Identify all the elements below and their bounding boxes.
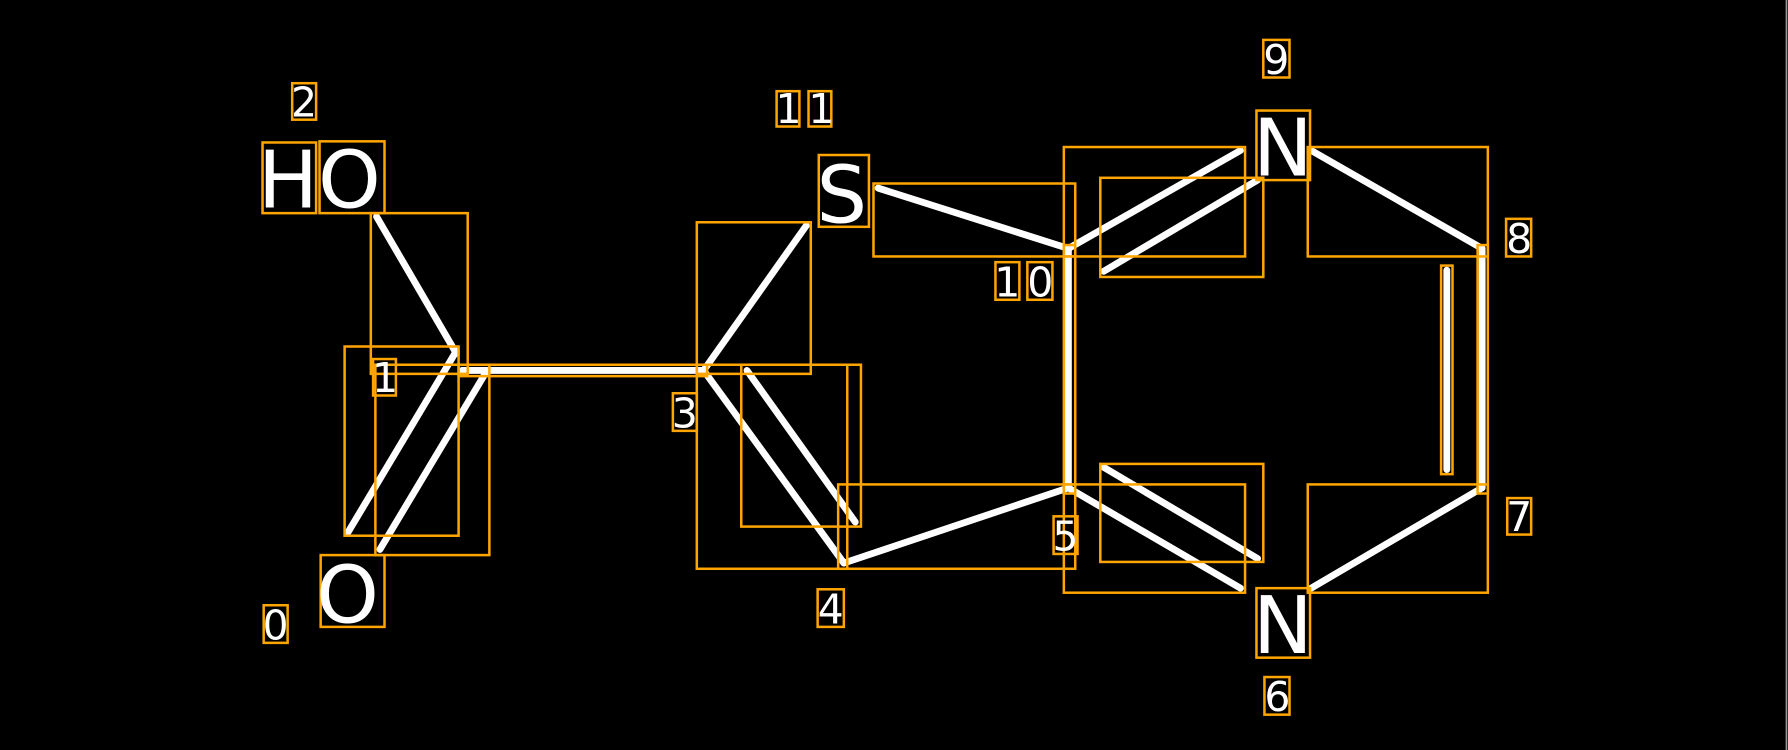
bbox (1306, 145, 1490, 258)
bbox-index (1504, 217, 1533, 258)
bbox (1306, 483, 1490, 594)
bbox (1062, 243, 1077, 495)
bond-c3-c4 (700, 367, 848, 567)
bbox (1062, 483, 1247, 594)
index-8: 8 (1506, 215, 1532, 263)
bbox (374, 363, 491, 557)
index-1: 1 (372, 354, 398, 402)
index-0: 0 (263, 601, 289, 649)
index-6: 6 (1264, 673, 1290, 721)
bbox-index (1262, 38, 1291, 79)
bbox (369, 211, 469, 376)
index-3: 3 (672, 389, 698, 437)
bounding-boxes (261, 38, 1533, 716)
index-labels: 0 1 2 3 4 5 6 7 8 9 10 11 (263, 36, 1533, 721)
bond-c5-n6-inner (1100, 463, 1262, 562)
bbox (1099, 462, 1265, 564)
atom-nitrogen-bottom: N (1253, 579, 1313, 672)
bbox-index (1026, 260, 1054, 302)
bbox-atom (318, 140, 386, 215)
bbox-index (1052, 515, 1079, 556)
index-5: 5 (1052, 513, 1078, 561)
bbox-atom (817, 153, 871, 229)
index-7: 7 (1506, 493, 1532, 541)
bond-c7-n6 (1307, 484, 1486, 592)
bbox (1476, 243, 1490, 495)
bbox-atom (261, 141, 318, 215)
bond-oh-c1 (373, 213, 460, 357)
bbox-index (671, 391, 699, 433)
bbox-index (290, 81, 318, 121)
bbox (872, 182, 1077, 258)
bbox (836, 483, 1077, 571)
index-2: 2 (291, 78, 317, 126)
bbox-index (994, 260, 1021, 302)
bbox (457, 363, 709, 378)
bond-c1-o-b (376, 367, 491, 553)
bbox-atom (319, 553, 386, 629)
bbox-index (371, 357, 398, 397)
bond-c1-o-a (344, 347, 460, 536)
bbox-index (807, 89, 833, 128)
bond-s-c10 (874, 184, 1072, 252)
atom-labels: HO O S N N (258, 102, 1313, 673)
bbox-atom (1255, 109, 1312, 182)
bbox (1099, 176, 1265, 279)
bbox (1062, 145, 1247, 258)
bonds (344, 147, 1486, 592)
bbox (695, 221, 813, 376)
index-4: 4 (818, 585, 844, 633)
bond-c5-n6 (1064, 484, 1244, 592)
atom-nitrogen-top: N (1253, 102, 1313, 195)
bond-c10-n9 (1064, 147, 1244, 252)
bbox-index (262, 603, 289, 645)
bbox (343, 345, 460, 537)
bbox-index (775, 89, 801, 128)
bbox-index (816, 588, 846, 629)
bbox (1439, 264, 1454, 476)
index-9: 9 (1263, 36, 1289, 84)
bbox-index (1505, 496, 1533, 536)
bbox-atom (1255, 586, 1312, 659)
bond-c3-s (700, 222, 810, 374)
index-10: 10 (994, 258, 1060, 306)
index-11: 11 (775, 85, 841, 133)
bond-c4-c5 (840, 484, 1072, 567)
atom-hydroxyl: HO (258, 133, 381, 226)
bbox (740, 363, 863, 528)
atom-oxygen: O (316, 548, 379, 641)
bbox-index (1263, 675, 1291, 716)
atom-sulfur: S (816, 148, 867, 241)
bond-n9-c8 (1307, 147, 1486, 252)
